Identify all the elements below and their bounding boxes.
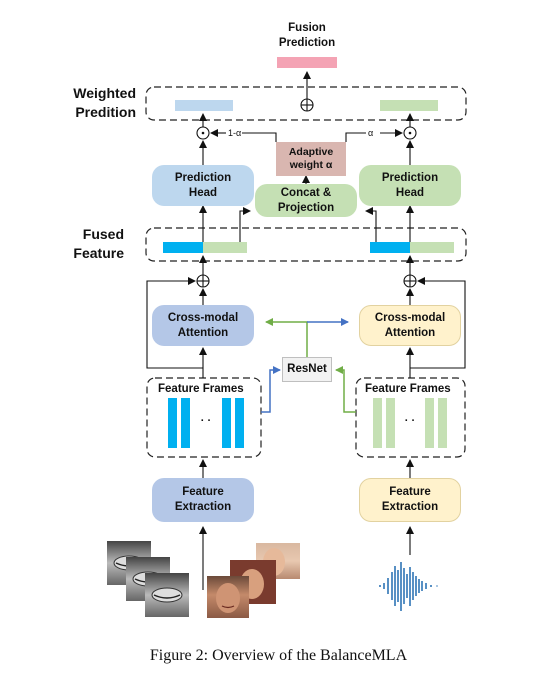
prediction-head-right: Prediction Head	[359, 165, 461, 206]
weighted-prediction-label: Weighted Predition	[73, 85, 136, 120]
sum-operator-left	[196, 274, 210, 288]
feature-extraction-left: Feature Extraction	[152, 478, 254, 522]
multiply-operator-left	[196, 126, 210, 140]
cross-modal-attention-right: Cross-modal Attention	[359, 305, 461, 346]
arrow-right-frames-to-resnet	[335, 366, 356, 413]
residual-left	[146, 277, 203, 369]
fusion-prediction-bar	[277, 57, 337, 68]
feature-frames-right-label: Feature Frames	[363, 383, 453, 395]
arrow-left-frames-to-resnet	[261, 366, 281, 413]
fused-bar-right-green	[410, 242, 454, 253]
audio-waveform-icon	[379, 562, 438, 611]
frame-bar	[181, 398, 190, 448]
fused-feature-frame	[145, 227, 467, 262]
frame-bar	[235, 398, 244, 448]
figure-caption: Figure 2: Overview of the BalanceMLA	[149, 647, 408, 664]
video-faces-grayscale	[107, 541, 189, 617]
feature-extraction-right: Feature Extraction	[359, 478, 461, 522]
frame-bar	[438, 398, 447, 448]
concat-projection-box: Concat & Projection	[255, 184, 357, 217]
frame-bar	[222, 398, 231, 448]
sum-operator-right	[403, 274, 417, 288]
fused-feature-label: Fused Feature	[73, 226, 124, 261]
multiply-operator-right	[403, 126, 417, 140]
feature-frames-left-frame	[146, 377, 262, 458]
video-faces-color	[207, 543, 300, 618]
line-alpha-left	[242, 132, 277, 142]
fused-bar-left-green	[203, 242, 247, 253]
resnet-box: ResNet	[282, 357, 332, 382]
adaptive-weight-box: Adaptive weight α	[276, 142, 346, 176]
line-alpha-right	[345, 132, 366, 142]
arrow-fused-right-to-concat	[365, 207, 377, 242]
frames-ellipsis-left: · ·	[200, 414, 212, 427]
label-one-minus-alpha: 1-α	[227, 128, 243, 138]
fusion-prediction-label: Fusion Prediction	[278, 22, 336, 49]
cross-modal-attention-left: Cross-modal Attention	[152, 305, 254, 346]
frame-bar	[373, 398, 382, 448]
sum-operator-top	[300, 98, 314, 112]
fused-bar-right-cyan	[370, 242, 410, 253]
weighted-pred-bar-left	[175, 100, 233, 111]
weighted-prediction-frame	[145, 86, 467, 121]
label-alpha: α	[367, 128, 375, 138]
weighted-pred-bar-right	[380, 100, 438, 111]
frame-bar	[425, 398, 434, 448]
arrow-resnet-to-left-attention	[265, 318, 308, 358]
prediction-head-left: Prediction Head	[152, 165, 254, 206]
frames-ellipsis-right: · ·	[404, 414, 416, 427]
frame-bar	[168, 398, 177, 448]
feature-frames-left-label: Feature Frames	[156, 383, 246, 395]
fused-bar-left-cyan	[163, 242, 203, 253]
residual-right	[410, 277, 466, 369]
frame-bar	[386, 398, 395, 448]
arrow-fused-left-to-concat	[239, 207, 251, 242]
